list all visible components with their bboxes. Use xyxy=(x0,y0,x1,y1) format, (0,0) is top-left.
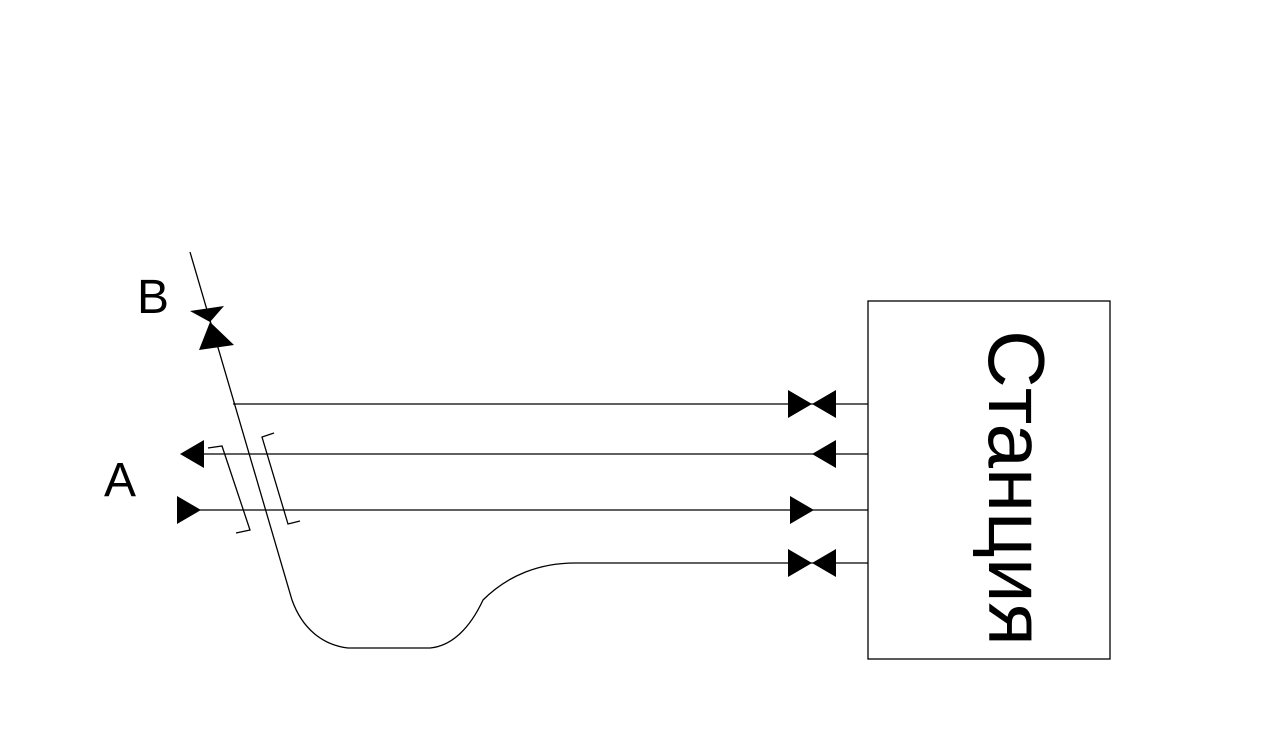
signal-track-4-icon xyxy=(788,549,836,577)
signal-track-1-icon xyxy=(788,390,836,418)
label-a: A xyxy=(104,454,136,507)
station-label: Станция xyxy=(972,330,1061,646)
label-b: B xyxy=(137,271,169,324)
signal-track-3-icon xyxy=(790,496,814,524)
bridge-bracket-left xyxy=(207,445,251,534)
bridge-bracket-right xyxy=(261,432,301,525)
arrow-a-out-icon xyxy=(180,440,204,468)
signal-b-icon xyxy=(190,306,234,350)
arrow-a-in-icon xyxy=(177,496,201,524)
signal-track-2-icon xyxy=(812,440,836,468)
main-line xyxy=(189,251,868,649)
station-box xyxy=(867,300,1111,660)
